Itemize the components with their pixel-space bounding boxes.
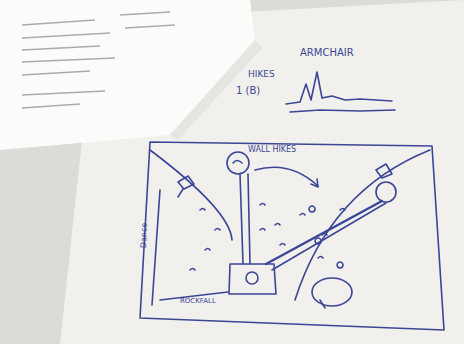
- handwritten-label: ROCKFALL: [180, 298, 216, 305]
- handwritten-label: 1 (B): [236, 86, 260, 96]
- handwritten-label: WALL HIKES: [248, 146, 296, 154]
- handwritten-label: HIKES: [248, 70, 275, 79]
- handwritten-label: Dance: [140, 223, 149, 249]
- handwritten-label: ARMCHAIR: [300, 48, 354, 58]
